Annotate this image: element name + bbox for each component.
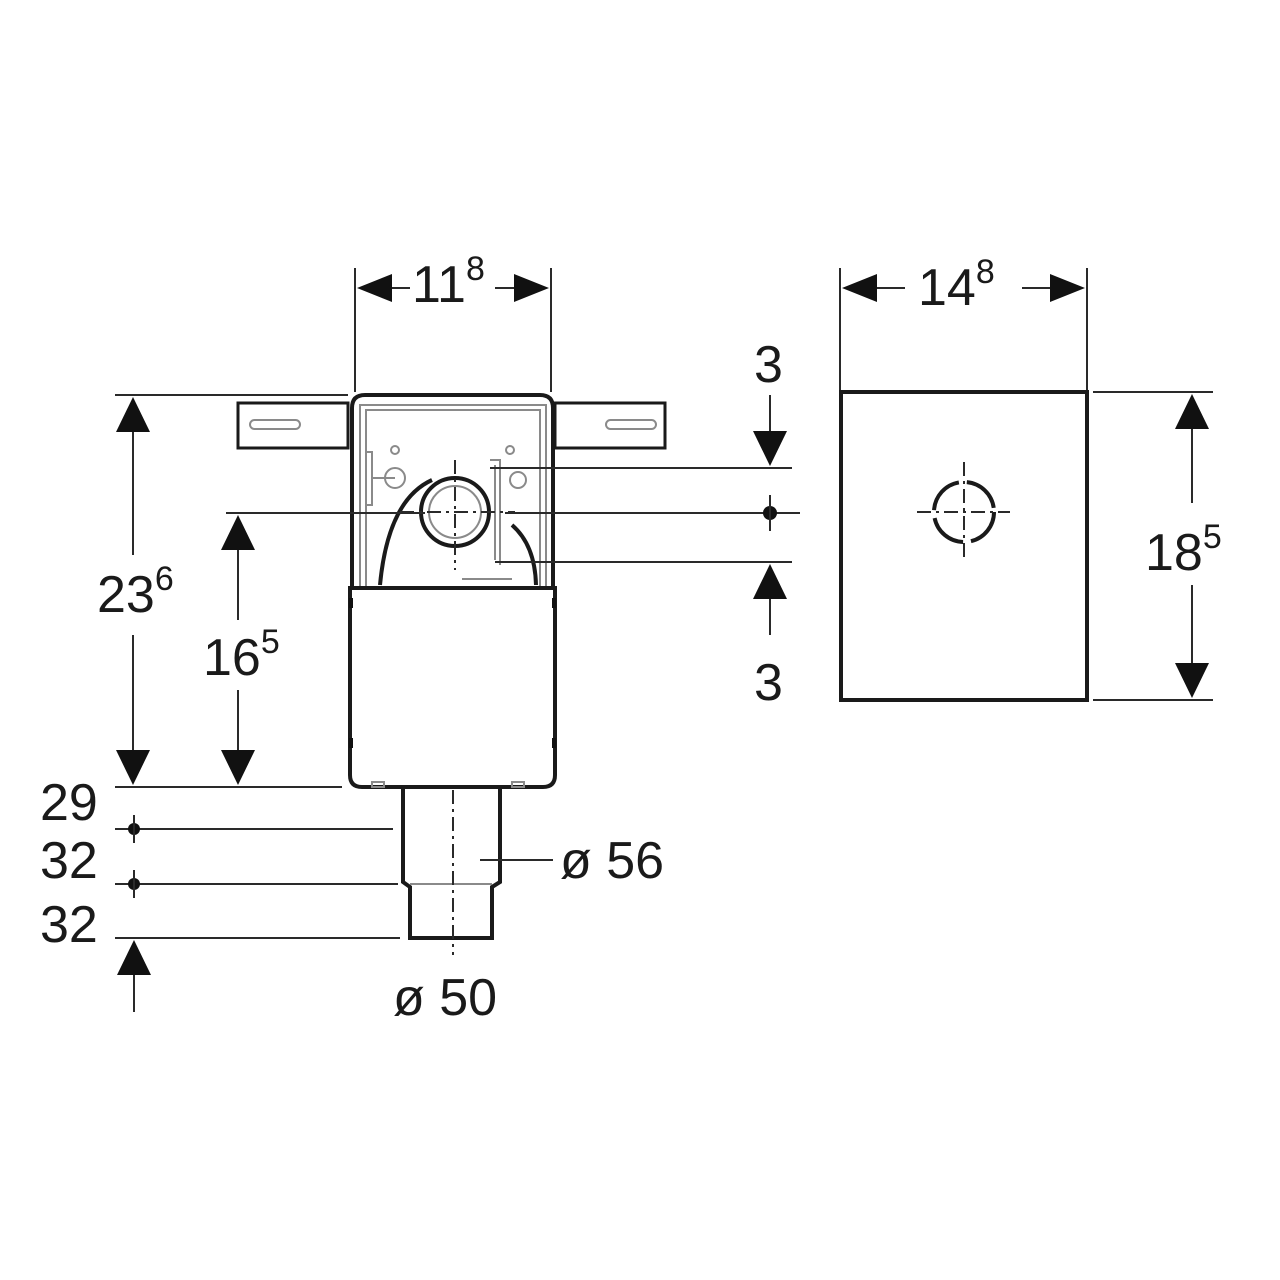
cover-plate-view <box>839 390 1089 702</box>
dim-height-right: 185 <box>1093 391 1222 701</box>
dim-height-axis-sup: 5 <box>261 623 280 661</box>
dim-height-axis: 165 <box>203 512 425 785</box>
pipe-elbow <box>378 478 433 586</box>
right-ear-slot <box>605 419 657 430</box>
dim-height-right-main: 18 <box>1145 524 1203 582</box>
dim-height-axis-main: 16 <box>203 629 261 687</box>
dim-height-total-sup: 6 <box>155 560 174 598</box>
dim-height-right-sup: 5 <box>1203 518 1222 556</box>
dim-height-total: 236 <box>97 394 348 785</box>
left-ear-slot <box>249 419 301 430</box>
svg-text:118: 118 <box>412 250 485 314</box>
offset-bottom-label: 3 <box>754 654 783 712</box>
offset-top-label: 3 <box>754 336 783 394</box>
dim-width-right-sup: 8 <box>976 253 995 291</box>
svg-text:165: 165 <box>203 623 280 687</box>
svg-text:148: 148 <box>918 253 995 317</box>
dim-offsets: 3 3 <box>490 336 800 712</box>
upper-frame <box>350 393 555 590</box>
dim-width-left-sup: 8 <box>466 250 485 288</box>
dim-width-right-main: 14 <box>918 259 976 317</box>
dim-width-left: 118 <box>354 250 552 392</box>
dim-width-left-main: 11 <box>412 256 466 314</box>
dim-stack-2: 32 <box>40 832 98 890</box>
left-clamp <box>365 451 406 506</box>
installation-box-front-view <box>236 393 667 955</box>
outlet-pipe <box>371 781 525 955</box>
right-mounting-ear <box>553 401 667 450</box>
dim-stack-1: 29 <box>40 774 98 832</box>
connection-ring <box>400 460 515 570</box>
diameter-50-label: ø 50 <box>393 969 497 1027</box>
cover-center-mark <box>917 462 1010 562</box>
lower-box <box>348 586 557 789</box>
diameter-56-label: ø 56 <box>560 832 664 890</box>
dim-bottom-stack: 29 32 32 <box>40 774 400 1012</box>
dim-outlet-diameters: ø 56 ø 50 <box>393 832 664 1027</box>
dim-height-total-main: 23 <box>97 566 155 624</box>
left-mounting-ear <box>236 401 350 450</box>
cover-plate <box>839 390 1089 702</box>
svg-text:236: 236 <box>97 560 174 624</box>
dim-stack-3: 32 <box>40 896 98 954</box>
dim-width-right: 148 <box>839 253 1088 390</box>
svg-text:185: 185 <box>1145 518 1222 582</box>
